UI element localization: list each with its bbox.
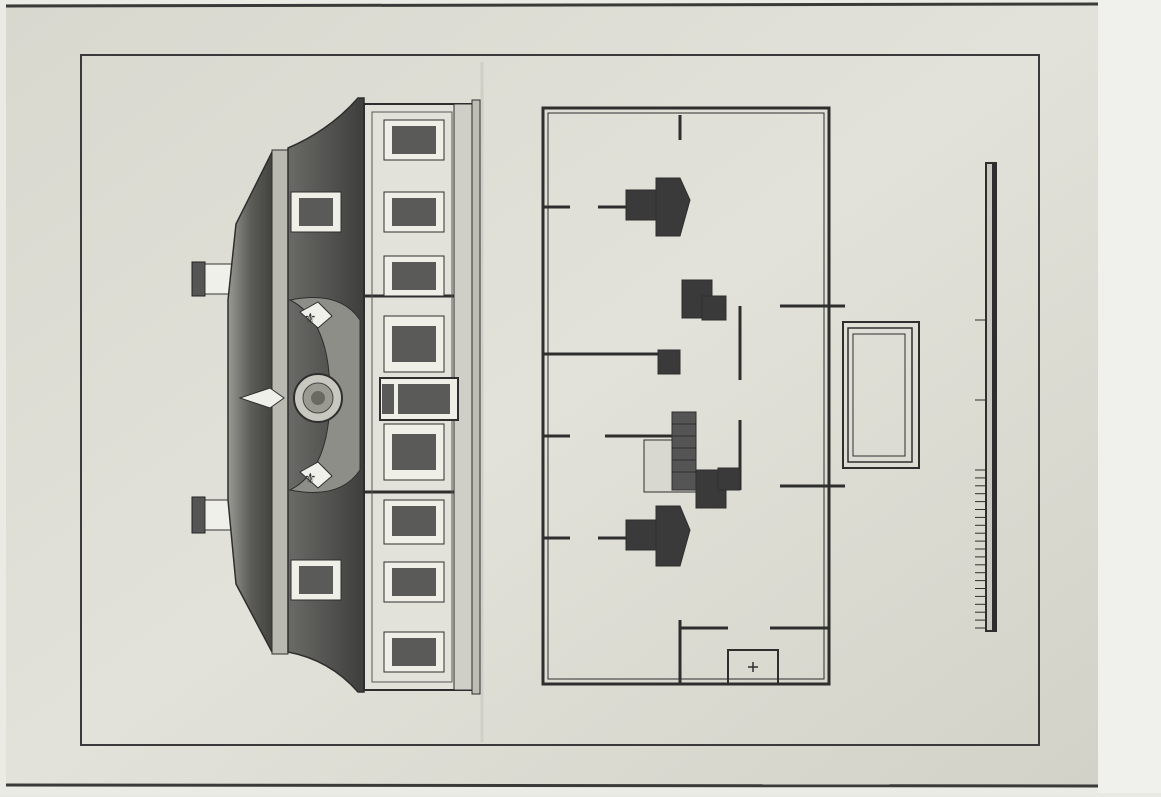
dormer-window-bottom	[290, 559, 342, 601]
floor-plan	[541, 106, 920, 686]
plinth	[471, 99, 481, 695]
facade-windows	[379, 119, 459, 673]
facade-elevation: ⚜ ⚜	[191, 97, 481, 695]
paper-top-edge	[5, 2, 1099, 8]
paper-bottom-edge	[5, 783, 1099, 788]
plan-staircase	[643, 411, 697, 493]
ornament-scroll-bottom: ⚜	[304, 471, 317, 487]
scale-bar	[975, 162, 997, 632]
pediment-ornament: ⚜ ⚜	[238, 297, 361, 493]
paper-sheet	[6, 4, 1098, 786]
right-mount-strip	[1098, 0, 1161, 793]
drawing-frame	[80, 54, 1040, 746]
plan-closet	[727, 649, 779, 685]
plan-fireplaces	[598, 177, 741, 567]
scale-ticks	[975, 319, 985, 629]
dormer-window-top	[290, 191, 342, 233]
ornament-scroll-top: ⚜	[304, 311, 317, 327]
